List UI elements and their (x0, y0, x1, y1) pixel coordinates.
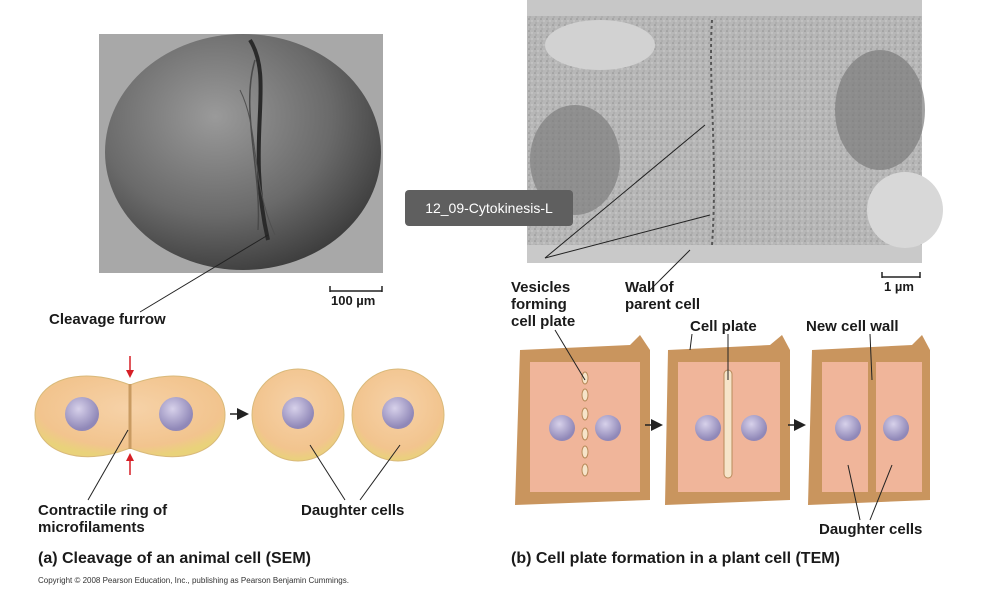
label-plant-daughter-cells: Daughter cells (819, 521, 923, 538)
label-wall-parent-cell: Wall of parent cell (625, 279, 701, 313)
nucleus (65, 397, 99, 431)
plant-cell-stage-1 (515, 335, 650, 505)
label-contractile-ring: Contractile ring of microfilaments (38, 502, 168, 536)
scale-bar-sem (329, 286, 383, 292)
nucleus (159, 397, 193, 431)
plant-cell-stage-3 (808, 335, 930, 505)
plant-cell-stage-2 (665, 335, 790, 505)
caption-animal: (a) Cleavage of an animal cell (SEM) (38, 550, 311, 567)
caption-plant: (b) Cell plate formation in a plant cell… (511, 550, 840, 567)
label-cleavage-furrow: Cleavage furrow (49, 311, 166, 328)
scale-bar-tem (881, 272, 921, 278)
label-vesicles: Vesicles forming cell plate (511, 279, 576, 330)
scale-label-tem: 1 µm (884, 279, 914, 294)
label-cell-plate: Cell plate (690, 318, 757, 335)
animal-cell-dividing (34, 356, 226, 475)
sem-micrograph (99, 34, 383, 273)
label-animal-daughter-cells: Daughter cells (301, 502, 405, 519)
leader-lines (87, 124, 893, 521)
label-new-cell-wall: New cell wall (806, 318, 899, 335)
animal-daughter-cells (251, 368, 445, 462)
scale-label-sem: 100 µm (331, 293, 376, 308)
tem-micrograph (527, 0, 943, 263)
copyright: Copyright © 2008 Pearson Education, Inc.… (38, 576, 349, 585)
tooltip: 12_09-Cytokinesis-L (405, 190, 573, 226)
